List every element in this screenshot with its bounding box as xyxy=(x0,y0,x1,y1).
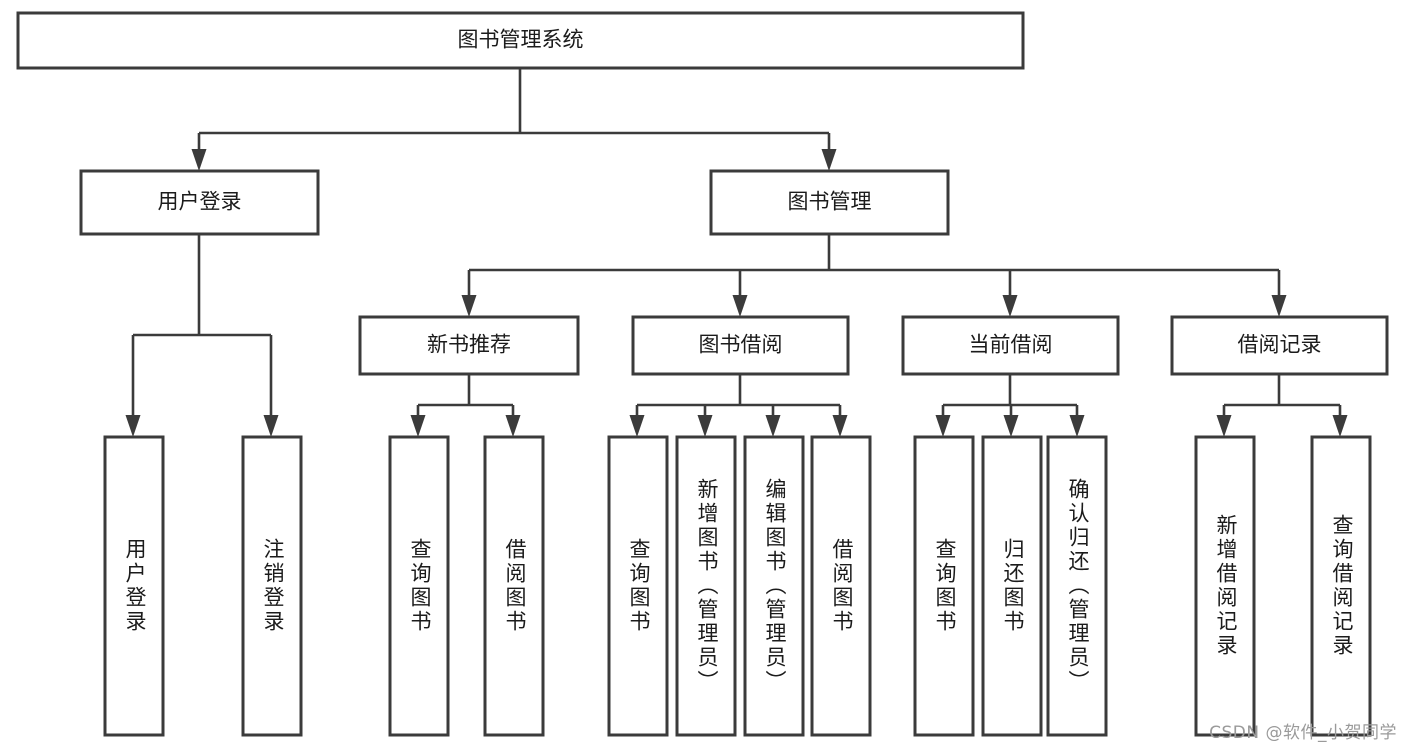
leaf-node-leaf-query-book[interactable]: 查询图书 xyxy=(607,435,669,737)
node-label: 确认归还（管理员） xyxy=(1066,478,1090,694)
node-box[interactable] xyxy=(483,435,545,737)
connector-arrowhead xyxy=(1002,295,1018,317)
node-label: 归还图书 xyxy=(1001,538,1025,634)
node-box[interactable] xyxy=(901,315,1120,376)
node-box[interactable] xyxy=(810,435,872,737)
node-box[interactable] xyxy=(607,435,669,737)
connector-arrowhead xyxy=(935,415,951,437)
leaf-node-leaf-borrow-book-recommend[interactable]: 借阅图书 xyxy=(483,435,545,737)
level2-node-user-login[interactable]: 用户登录 xyxy=(79,169,320,236)
connector-arrowhead xyxy=(191,149,207,171)
node-layer: 图书管理系统用户登录图书管理新书推荐图书借阅当前借阅借阅记录用户登录注销登录查询… xyxy=(16,11,1389,737)
connector-arrowhead xyxy=(410,415,426,437)
node-label: 图书借阅 xyxy=(699,333,783,357)
connector-arrowhead xyxy=(732,295,748,317)
node-box[interactable] xyxy=(913,435,975,737)
node-label: 编辑图书（管理员） xyxy=(763,478,787,694)
level3-node-book-borrow[interactable]: 图书借阅 xyxy=(631,315,850,376)
connector-arrowhead xyxy=(1069,415,1085,437)
node-box[interactable] xyxy=(1194,435,1256,737)
connector-arrowhead xyxy=(1271,295,1287,317)
node-box[interactable] xyxy=(709,169,950,236)
node-box[interactable] xyxy=(358,315,580,376)
leaf-node-leaf-query-book-current[interactable]: 查询图书 xyxy=(913,435,975,737)
node-box[interactable] xyxy=(1046,435,1108,737)
connector-arrowhead xyxy=(832,415,848,437)
leaf-node-leaf-add-book-admin[interactable]: 新增图书（管理员） xyxy=(675,435,737,737)
leaf-node-leaf-borrow-book[interactable]: 借阅图书 xyxy=(810,435,872,737)
node-label: 借阅记录 xyxy=(1238,333,1322,357)
node-label: 新增借阅记录 xyxy=(1214,514,1238,658)
connector-arrowhead xyxy=(1003,415,1019,437)
node-label: 用户登录 xyxy=(123,538,147,634)
node-label: 查询图书 xyxy=(408,538,432,634)
leaf-node-leaf-add-borrow-record[interactable]: 新增借阅记录 xyxy=(1194,435,1256,737)
connector-arrowhead xyxy=(505,415,521,437)
connector-arrowhead xyxy=(1216,415,1232,437)
node-box[interactable] xyxy=(388,435,450,737)
connector-arrowhead xyxy=(697,415,713,437)
connector-arrowhead xyxy=(765,415,781,437)
leaf-node-leaf-return-book[interactable]: 归还图书 xyxy=(981,435,1043,737)
node-label: 查询借阅记录 xyxy=(1330,514,1354,658)
node-box[interactable] xyxy=(241,435,303,737)
level3-node-new-book-recommend[interactable]: 新书推荐 xyxy=(358,315,580,376)
node-label: 新书推荐 xyxy=(427,333,511,357)
node-label: 新增图书（管理员） xyxy=(695,478,719,694)
node-label: 查询图书 xyxy=(933,538,957,634)
node-box[interactable] xyxy=(743,435,805,737)
node-label: 注销登录 xyxy=(261,538,285,634)
leaf-node-leaf-query-book-recommend[interactable]: 查询图书 xyxy=(388,435,450,737)
leaf-node-leaf-user-logout[interactable]: 注销登录 xyxy=(241,435,303,737)
connector-arrowhead xyxy=(821,149,837,171)
node-box[interactable] xyxy=(981,435,1043,737)
node-box[interactable] xyxy=(1170,315,1389,376)
leaf-node-leaf-confirm-return-admin[interactable]: 确认归还（管理员） xyxy=(1046,435,1108,737)
node-box[interactable] xyxy=(1310,435,1372,737)
node-label: 图书管理系统 xyxy=(458,28,584,52)
leaf-node-leaf-user-login[interactable]: 用户登录 xyxy=(103,435,165,737)
node-label: 查询图书 xyxy=(627,538,651,634)
leaf-node-leaf-query-borrow-record[interactable]: 查询借阅记录 xyxy=(1310,435,1372,737)
node-label: 用户登录 xyxy=(158,190,242,214)
leaf-node-leaf-edit-book-admin[interactable]: 编辑图书（管理员） xyxy=(743,435,805,737)
connector-arrowhead xyxy=(125,415,141,437)
node-label: 图书管理 xyxy=(788,190,872,214)
level2-node-book-manage[interactable]: 图书管理 xyxy=(709,169,950,236)
connector-layer xyxy=(125,68,1348,437)
node-label: 借阅图书 xyxy=(830,538,854,634)
node-box[interactable] xyxy=(16,11,1025,70)
node-box[interactable] xyxy=(675,435,737,737)
connector-arrowhead xyxy=(461,295,477,317)
node-label: 当前借阅 xyxy=(969,333,1053,357)
connector-arrowhead xyxy=(629,415,645,437)
connector-arrowhead xyxy=(263,415,279,437)
level3-node-borrow-record[interactable]: 借阅记录 xyxy=(1170,315,1389,376)
node-box[interactable] xyxy=(631,315,850,376)
root-node-root[interactable]: 图书管理系统 xyxy=(16,11,1025,70)
node-label: 借阅图书 xyxy=(503,538,527,634)
node-box[interactable] xyxy=(79,169,320,236)
connector-arrowhead xyxy=(1332,415,1348,437)
node-box[interactable] xyxy=(103,435,165,737)
level3-node-current-borrow[interactable]: 当前借阅 xyxy=(901,315,1120,376)
